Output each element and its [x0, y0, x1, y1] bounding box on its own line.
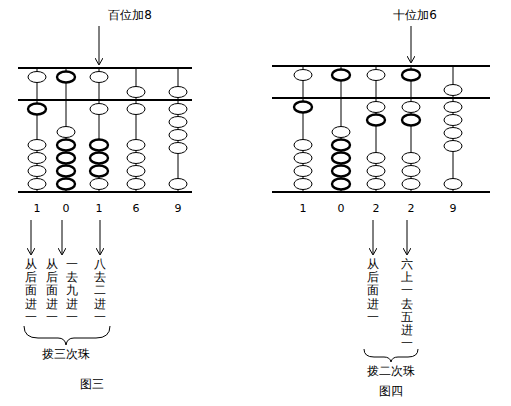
bead [294, 140, 312, 151]
group-note: 拨三次珠 [42, 347, 90, 361]
bead [444, 85, 462, 96]
bead [332, 179, 350, 190]
bead [332, 127, 350, 138]
bead [367, 166, 385, 177]
bead [402, 70, 420, 81]
digit: 2 [373, 202, 380, 215]
bead [294, 70, 312, 81]
bead [169, 143, 187, 154]
bead [402, 153, 420, 164]
operation-note: 百位加8 [108, 8, 152, 22]
bead [90, 179, 108, 190]
bead [90, 104, 108, 115]
bead [402, 115, 420, 126]
bead [57, 166, 75, 177]
bead [90, 166, 108, 177]
bead [294, 153, 312, 164]
bead [332, 166, 350, 177]
group-note: 拨二次珠 [367, 364, 415, 378]
step-note: 八去二进一 [94, 258, 106, 324]
bead [402, 166, 420, 177]
bead [28, 153, 46, 164]
bead [367, 179, 385, 190]
bead [332, 153, 350, 164]
frame-bar [18, 191, 192, 193]
digit: 0 [338, 202, 345, 215]
bead [169, 179, 187, 190]
digit: 1 [96, 202, 103, 215]
bead [367, 102, 385, 113]
bead [367, 153, 385, 164]
step-note: 一去九进一 [66, 258, 78, 324]
bead [28, 104, 46, 115]
digit: 2 [408, 202, 415, 215]
bead [90, 140, 108, 151]
digit: 0 [63, 202, 70, 215]
bead [444, 128, 462, 139]
bead [28, 166, 46, 177]
bead [127, 179, 145, 190]
bead [127, 104, 145, 115]
bead [294, 166, 312, 177]
digit: 6 [133, 202, 140, 215]
bead [28, 140, 46, 151]
digit: 1 [300, 202, 307, 215]
bead [402, 102, 420, 113]
frame-bar [272, 97, 490, 99]
digit: 1 [34, 202, 41, 215]
bead [169, 117, 187, 128]
bead [169, 87, 187, 98]
bead [332, 70, 350, 81]
bead [57, 72, 75, 83]
frame-bar [18, 67, 192, 69]
bead [57, 140, 75, 151]
bead [332, 140, 350, 151]
operation-note: 十位加6 [393, 8, 437, 22]
bead [367, 70, 385, 81]
step-note: 从后面进一 [25, 258, 37, 324]
bead [367, 115, 385, 126]
frame-bar [18, 99, 192, 101]
bead [127, 153, 145, 164]
bead [444, 115, 462, 126]
bead [57, 179, 75, 190]
figure-caption: 图四 [379, 384, 403, 398]
bead [294, 102, 312, 113]
bead [127, 87, 145, 98]
bead [90, 72, 108, 83]
digit: 9 [175, 202, 182, 215]
bead [57, 153, 75, 164]
bead [127, 166, 145, 177]
bead [28, 179, 46, 190]
bead [127, 140, 145, 151]
bead [169, 104, 187, 115]
step-note: 六上一去五进一 [401, 258, 413, 350]
bead [444, 179, 462, 190]
figure-caption: 图三 [80, 377, 104, 391]
step-note: 从后面进一 [367, 258, 379, 324]
step-note: 从后面进一 [46, 258, 58, 324]
bead [294, 179, 312, 190]
bead [444, 141, 462, 152]
bead [402, 179, 420, 190]
bead [444, 102, 462, 113]
bead [169, 130, 187, 141]
bead [28, 72, 46, 83]
frame-bar [272, 65, 490, 67]
bead [57, 127, 75, 138]
bead [90, 153, 108, 164]
digit: 9 [450, 202, 457, 215]
frame-bar [272, 191, 490, 193]
